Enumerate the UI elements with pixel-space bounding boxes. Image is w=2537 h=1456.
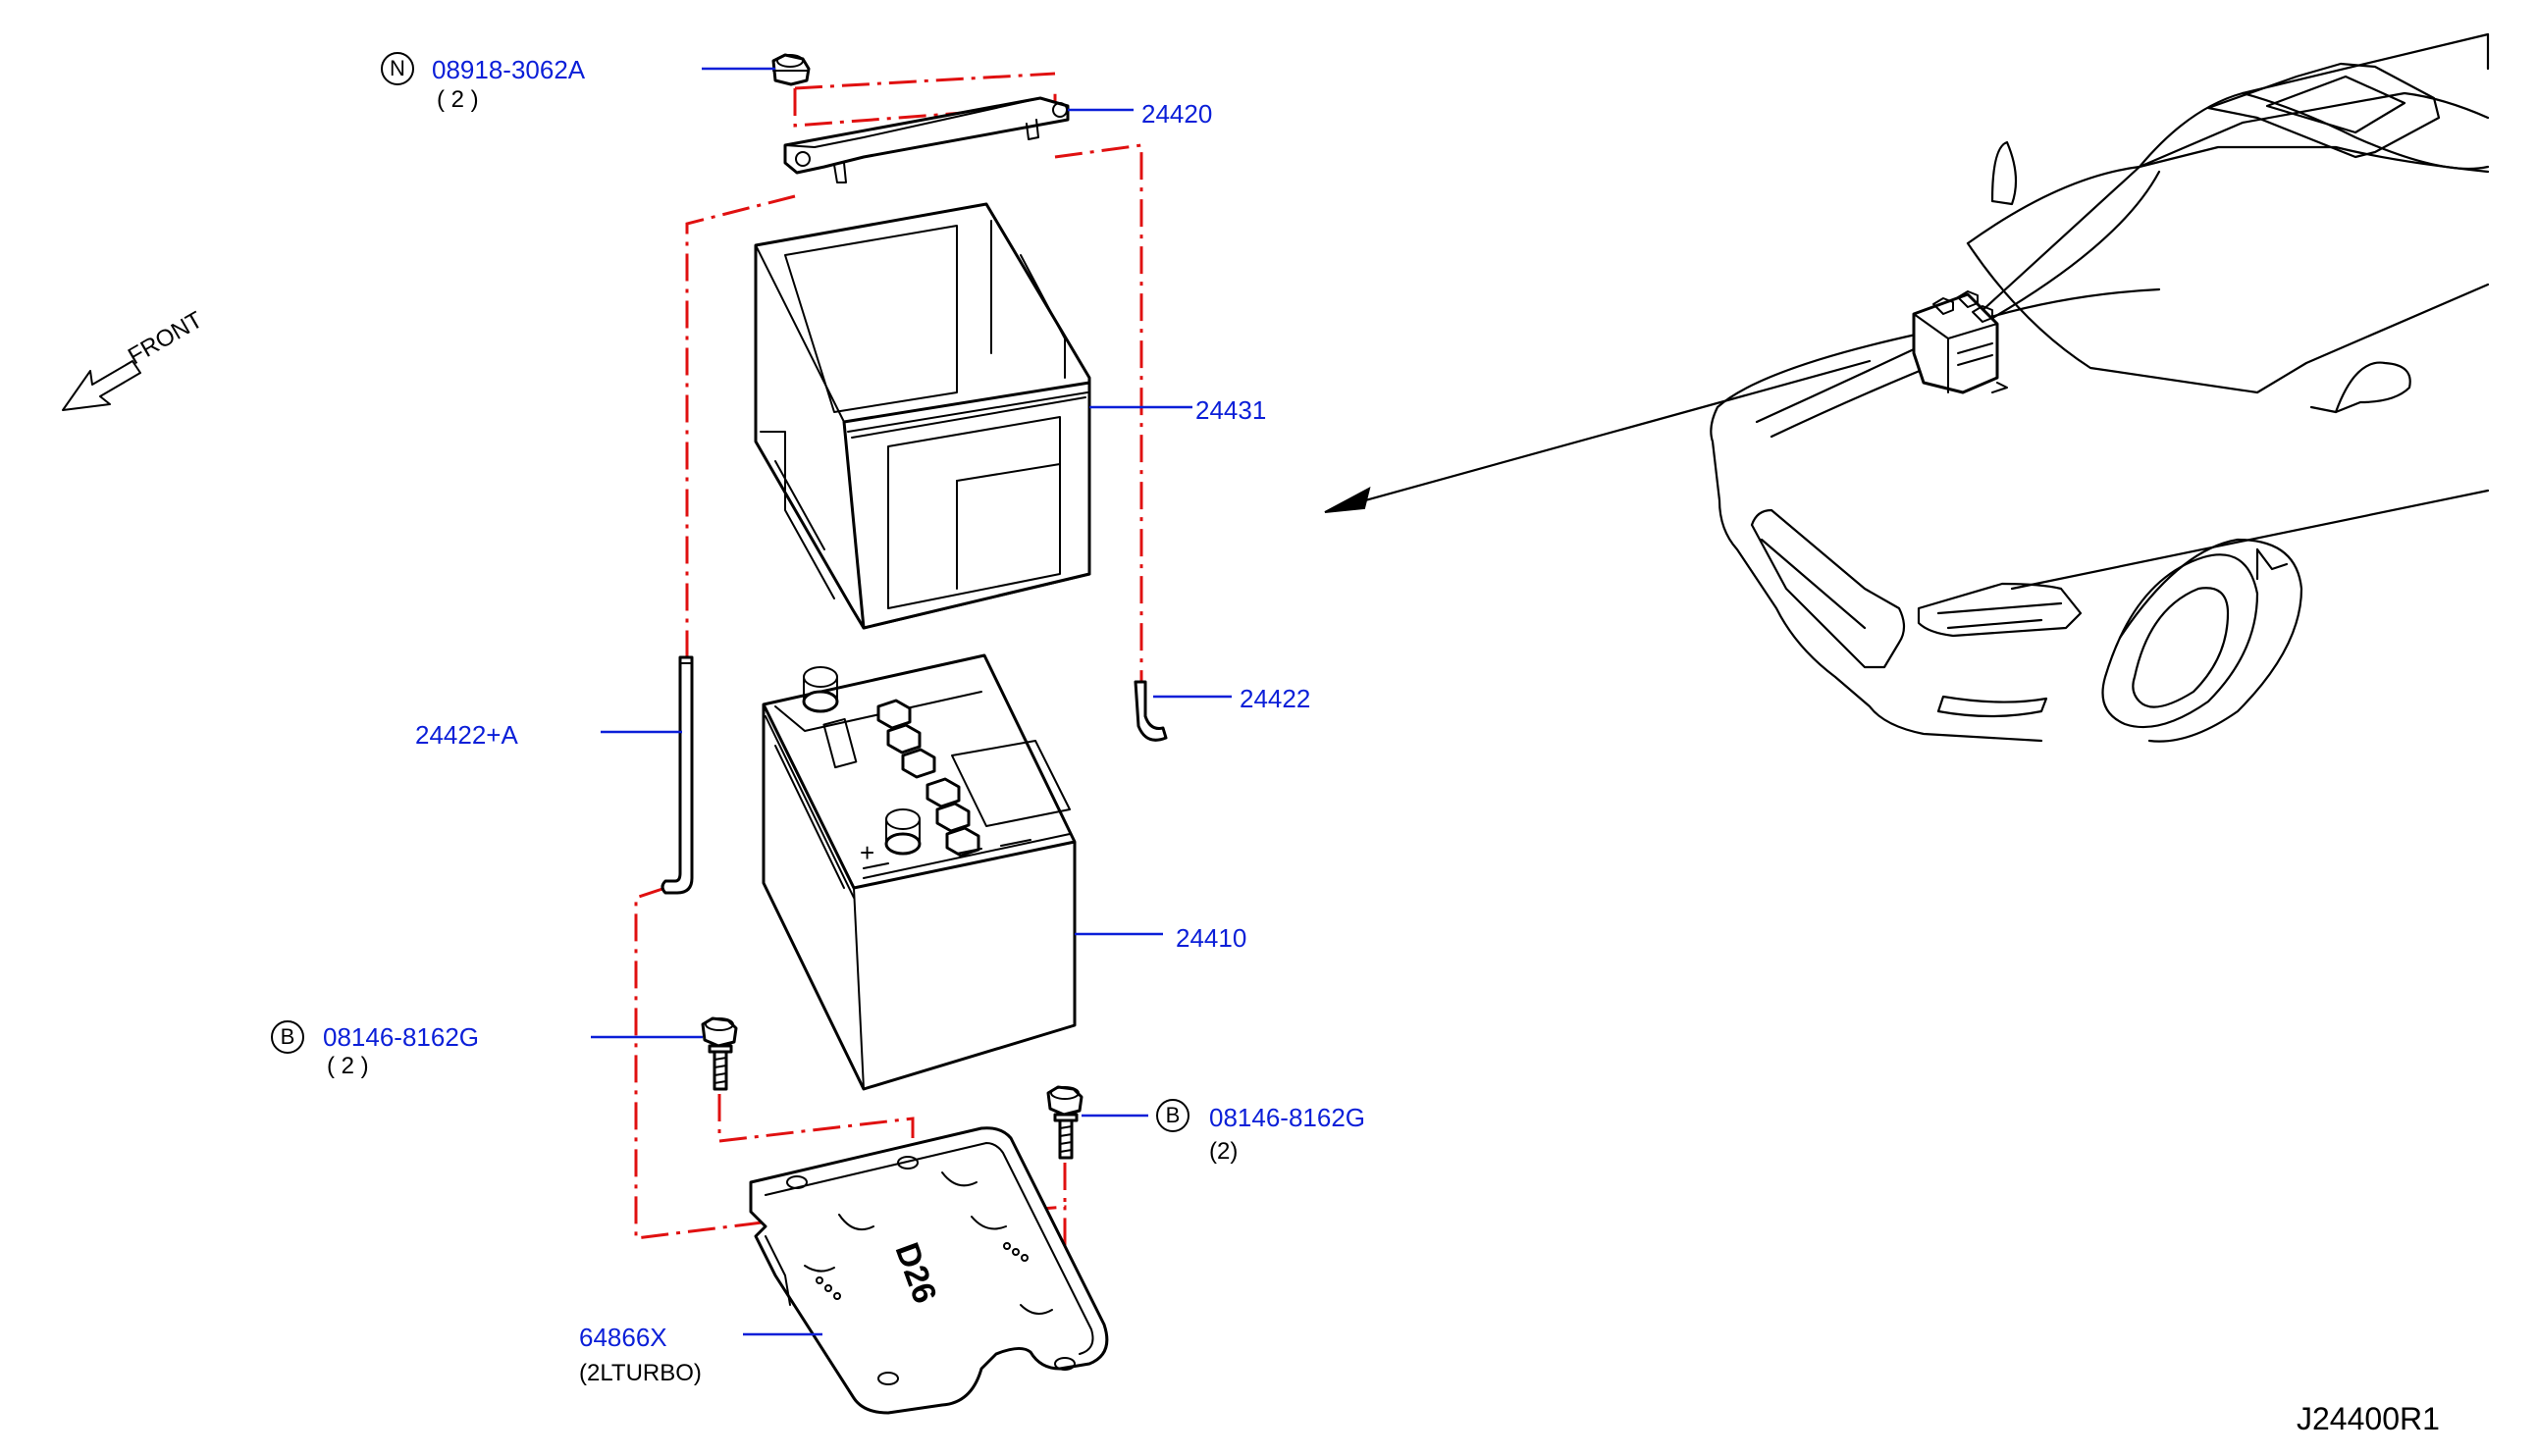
diagram-reference-code: J24400R1	[2297, 1401, 2440, 1436]
bolt-left	[701, 1016, 738, 1091]
front-arrow-icon	[62, 360, 141, 411]
part-number-battery[interactable]: 24410	[1176, 923, 1247, 953]
part-number-tray[interactable]: 64866X	[579, 1323, 667, 1352]
part-number-bolt-right[interactable]: 08146-8162G	[1209, 1103, 1366, 1132]
vehicle-illustration	[1710, 32, 2490, 743]
battery-cover	[754, 202, 1091, 630]
part-number-nut[interactable]: 08918-3062A	[432, 55, 586, 84]
part-number-bolt-left[interactable]: 08146-8162G	[323, 1022, 480, 1052]
quantity-bolt-right: (2)	[1209, 1138, 1239, 1165]
nut-part	[771, 53, 811, 86]
part-number-rod-left[interactable]: 24422+A	[415, 720, 518, 750]
bolt-left-prefix-code: B	[271, 1020, 304, 1054]
hold-down-frame	[783, 96, 1070, 183]
part-number-cover[interactable]: 24431	[1195, 395, 1267, 425]
part-number-rod-right[interactable]: 24422	[1240, 684, 1311, 713]
left-j-rod	[661, 655, 694, 895]
part-number-frame[interactable]: 24420	[1141, 99, 1213, 129]
quantity-bolt-left: ( 2 )	[327, 1053, 369, 1079]
right-j-rod	[1134, 680, 1168, 742]
battery-tray: D26	[749, 1126, 1109, 1415]
battery: +	[762, 653, 1077, 1091]
location-pointer-arrow	[1324, 359, 1872, 513]
battery-plus-mark: +	[860, 838, 874, 867]
tray-variant-note: (2LTURBO)	[579, 1360, 702, 1386]
leader-lines	[591, 67, 1232, 1336]
nut-prefix-code: N	[381, 52, 414, 85]
bolt-right-prefix-code: B	[1156, 1099, 1189, 1132]
quantity-nut: ( 2 )	[437, 86, 479, 113]
bolt-right	[1046, 1085, 1084, 1160]
